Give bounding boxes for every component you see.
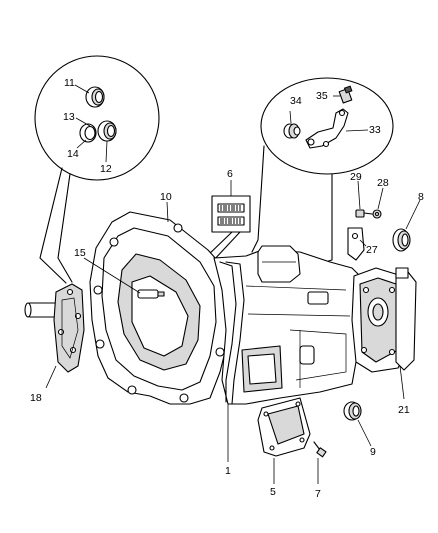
callout-5: 5: [270, 486, 276, 498]
callout-15: 15: [74, 247, 86, 259]
pto-cover-5: [257, 397, 311, 484]
callout-6: 6: [227, 168, 233, 180]
callout-33: 33: [369, 124, 381, 136]
callout-8: 8: [418, 191, 424, 203]
transmission-case-1: [213, 245, 365, 462]
callout-11: 11: [64, 77, 75, 89]
callout-29: 29: [350, 171, 362, 183]
callout-35: 35: [316, 90, 328, 102]
callout-9: 9: [370, 446, 376, 458]
seal-12-icon: [97, 120, 117, 142]
callout-1: 1: [225, 465, 231, 477]
seal-8-icon: [392, 199, 421, 252]
seal-9-icon: [343, 401, 372, 447]
bushing-34-icon: [283, 123, 301, 139]
front-bearing-retainer-18: [24, 283, 85, 389]
bracket-27-icon: [347, 227, 367, 261]
callout-labels: 11 13 14 12 35 34 33 6 29 28 8 10 15 27 …: [30, 77, 424, 500]
callout-27: 27: [366, 244, 378, 256]
sensor-35-icon: [338, 85, 353, 104]
callout-14: 14: [67, 148, 79, 160]
callout-7: 7: [315, 488, 321, 500]
shift-lever-33-icon: [305, 108, 349, 149]
callout-13: 13: [63, 111, 75, 123]
callout-28: 28: [377, 177, 389, 189]
callout-21: 21: [398, 404, 410, 416]
bolt-7-icon: [313, 441, 327, 484]
seal-11-icon: [85, 86, 105, 108]
rear-adapter-21: [351, 267, 417, 400]
callout-34: 34: [290, 95, 302, 107]
shift-lever-detail-circle: [251, 77, 394, 265]
callout-18: 18: [30, 392, 42, 404]
barcode-label-6: [204, 180, 251, 263]
seal-detail-circle: [34, 55, 160, 284]
washer-28-icon: [372, 187, 384, 219]
bolt-29-icon: [355, 180, 373, 218]
seal-14-icon: [79, 123, 97, 143]
callout-12: 12: [100, 163, 112, 175]
bell-housing-10: [83, 201, 233, 405]
callout-10: 10: [160, 191, 172, 203]
